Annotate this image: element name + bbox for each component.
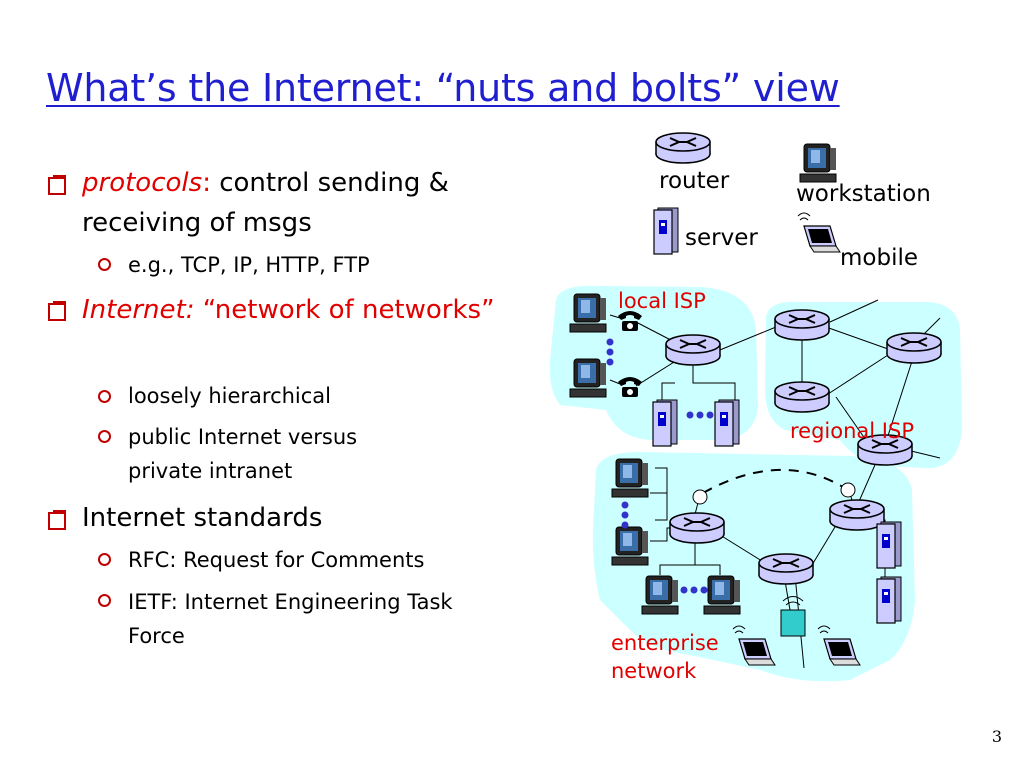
legend-router-label: router — [659, 168, 730, 194]
router-icon — [665, 334, 721, 366]
page-number: 3 — [991, 727, 1002, 746]
legend-mobile-label: mobile — [840, 245, 919, 271]
server-icon — [876, 521, 902, 569]
legend-server-icon — [653, 207, 679, 255]
router-icon — [774, 381, 830, 413]
bullet-internet: Internet: “network of networks” — [82, 290, 512, 330]
router-icon — [886, 332, 942, 364]
more-dots-icon — [680, 586, 708, 594]
bullet-standards-sub2: IETF: Internet Engineering Task Force — [128, 590, 453, 648]
more-dots-icon — [606, 338, 614, 366]
local-isp-label: local ISP — [618, 289, 706, 313]
workstation-icon — [569, 293, 607, 333]
workstation-icon — [641, 575, 679, 615]
router-icon — [758, 553, 814, 585]
circle-bullet-icon — [98, 594, 111, 607]
internet-term: Internet: — [82, 295, 195, 325]
bullet-standards: Internet standards — [82, 503, 323, 533]
workstation-icon — [703, 575, 741, 615]
legend-workstation-label: workstation — [796, 181, 931, 207]
more-dots-icon — [686, 411, 714, 419]
bullet-protocols: protocols: control sending & receiving o… — [82, 163, 512, 243]
router-icon — [774, 309, 830, 341]
circle-bullet-icon — [98, 258, 111, 271]
router-icon — [829, 499, 885, 531]
legend-router-icon — [655, 132, 711, 164]
legend-workstation-icon — [799, 143, 837, 183]
square-bullet-icon — [48, 301, 66, 321]
square-bullet-icon — [48, 175, 66, 195]
enterprise-network-label: enterprise network — [611, 631, 719, 683]
slide-title: What’s the Internet: “nuts and bolts” vi… — [46, 66, 840, 110]
server-icon — [876, 576, 902, 624]
bullet-internet-sub2: public Internet versus private intranet — [128, 425, 358, 483]
regional-isp-label: regional ISP — [790, 419, 914, 443]
protocols-term: protocols — [82, 168, 203, 198]
legend-server-label: server — [685, 225, 758, 251]
circle-bullet-icon — [98, 430, 111, 443]
circle-bullet-icon — [98, 553, 111, 566]
circle-bullet-icon — [98, 390, 111, 403]
router-icon — [669, 512, 725, 544]
more-dots-icon — [621, 501, 629, 529]
access-point-icon — [780, 609, 806, 637]
legend-mobile-icon — [797, 212, 841, 253]
bullet-standards-sub1: RFC: Request for Comments — [128, 548, 425, 572]
protocols-text: control sending & receiving of msgs — [82, 168, 449, 238]
protocols-colon: : — [202, 168, 211, 198]
workstation-icon — [611, 458, 649, 498]
workstation-icon — [611, 526, 649, 566]
workstation-icon — [569, 358, 607, 398]
internet-text: “network of networks” — [202, 295, 495, 325]
bullet-internet-sub1: loosely hierarchical — [128, 384, 332, 408]
server-icon — [652, 399, 678, 447]
server-icon — [714, 399, 740, 447]
square-bullet-icon — [48, 510, 66, 530]
bullet-protocols-sub: e.g., TCP, IP, HTTP, FTP — [128, 253, 370, 277]
